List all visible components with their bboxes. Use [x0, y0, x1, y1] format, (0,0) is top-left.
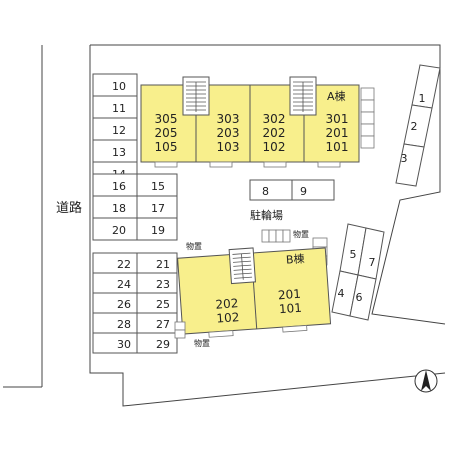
unit-number: 301 — [326, 112, 349, 126]
unit-number: 103 — [217, 140, 240, 154]
building-b: B棟 202 102 201 101 — [177, 247, 332, 338]
parking-space-label: 2 — [411, 120, 418, 133]
parking-space-label: 28 — [117, 318, 131, 331]
parking-space-label: 22 — [117, 258, 131, 271]
unit-number: 205 — [155, 126, 178, 140]
parking-space-label: 24 — [117, 278, 131, 291]
parking-space-label: 30 — [117, 338, 131, 351]
parking-space-label: 25 — [156, 298, 170, 311]
parking-space-label: 26 — [117, 298, 131, 311]
building-a: A棟 305 205 105 303 203 103 302 202 102 3… — [140, 76, 360, 168]
building-a-label: A棟 — [327, 89, 346, 103]
unit-number: 102 — [216, 310, 240, 326]
parking-space-label: 15 — [151, 180, 165, 193]
parking-space-label: 11 — [112, 102, 126, 115]
parking-right-top: 1 2 3 — [395, 64, 441, 187]
site-boundary-bottom — [89, 45, 446, 407]
parking-space-label: 12 — [112, 124, 126, 137]
unit-number: 201 — [326, 126, 349, 140]
parking-column-top: 10 11 12 13 14 — [92, 73, 138, 185]
bike-parking-label: 駐輪場 — [250, 208, 283, 222]
parking-space-label: 6 — [356, 291, 363, 304]
parking-space-label: 29 — [156, 338, 170, 351]
unit-number: 302 — [263, 112, 286, 126]
parking-space-label: 7 — [369, 256, 376, 269]
parking-space-label: 21 — [156, 258, 170, 271]
parking-space-label: 5 — [350, 248, 357, 261]
site-boundary-top — [90, 44, 441, 62]
unit-number: 102 — [263, 140, 286, 154]
parking-space-label: 3 — [401, 152, 408, 165]
unit-number: 303 — [217, 112, 240, 126]
unit-number: 105 — [155, 140, 178, 154]
parking-space-label: 1 — [419, 92, 426, 105]
storage-units-a — [360, 87, 375, 149]
parking-space-label: 23 — [156, 278, 170, 291]
parking-space-label: 17 — [151, 202, 165, 215]
parking-space-label: 18 — [112, 202, 126, 215]
building-b-label: B棟 — [285, 251, 304, 266]
unit-number: 101 — [326, 140, 349, 154]
site-boundary-right — [371, 62, 446, 325]
parking-pairs-middle: 16 15 18 17 20 19 — [92, 173, 178, 241]
road-label: 道路 — [56, 200, 82, 216]
storage-label: 物置 — [194, 338, 210, 348]
parking-space-label: 8 — [262, 185, 269, 198]
parking-space-label: 13 — [112, 146, 126, 159]
storage-units-b-left — [174, 321, 186, 339]
storage-label: 物置 — [293, 229, 309, 239]
unit-number: 305 — [155, 112, 178, 126]
storage-label: 物置 — [186, 241, 202, 251]
parking-center: 8 9 — [249, 179, 335, 201]
storage-units-center — [261, 229, 291, 243]
parking-space-label: 20 — [112, 224, 126, 237]
parking-space-label: 9 — [300, 185, 307, 198]
parking-space-label: 10 — [112, 80, 126, 93]
parking-right-middle: 5 7 4 6 — [331, 223, 385, 321]
unit-number: 202 — [263, 126, 286, 140]
parking-space-label: 27 — [156, 318, 170, 331]
parking-space-label: 19 — [151, 224, 165, 237]
parking-space-label: 4 — [338, 287, 345, 300]
parking-space-label: 16 — [112, 180, 126, 193]
unit-number: 101 — [278, 301, 302, 317]
unit-number: 202 — [215, 296, 239, 312]
north-arrow-icon — [414, 369, 438, 393]
parking-pairs-bottom: 22 21 24 23 26 25 28 27 30 29 — [92, 252, 178, 354]
unit-number: 203 — [217, 126, 240, 140]
unit-number: 201 — [277, 287, 301, 303]
